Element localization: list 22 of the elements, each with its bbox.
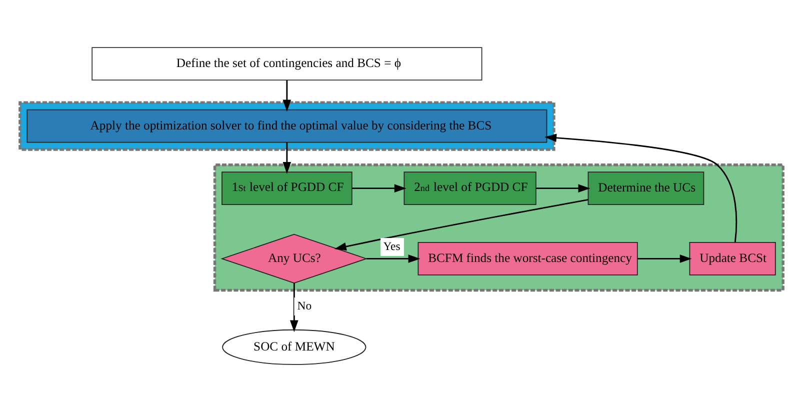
node-box: 1St level of PGDD CF [222,172,352,206]
arrow [352,184,406,192]
node-box: 2nd level of PGDD CF [404,172,536,206]
node-box: BCFM finds the worst-case contingency [418,242,638,276]
node-box: Define the set of contingencies and BCS = ϕ [92,47,482,81]
cluster [18,101,556,151]
arrow [366,254,420,263]
cluster [213,164,784,292]
arrow [282,80,292,112]
arrow [638,254,692,263]
edge-label: Yes [383,240,400,254]
arrow [544,134,738,242]
arrow [334,198,588,251]
arrow [290,283,298,332]
arrow [282,142,292,174]
node-box: Update BCSt [689,242,776,276]
node-box: Determine the UCs [588,172,704,206]
node-box: Apply the optimization solver to find the optimal value by considering the BCS [26,109,548,143]
node-ellipse: SOC of MEWN [222,329,366,365]
edge-label: No [297,300,312,313]
arrow [536,184,590,192]
node-diamond: Any UCs? [220,234,368,284]
